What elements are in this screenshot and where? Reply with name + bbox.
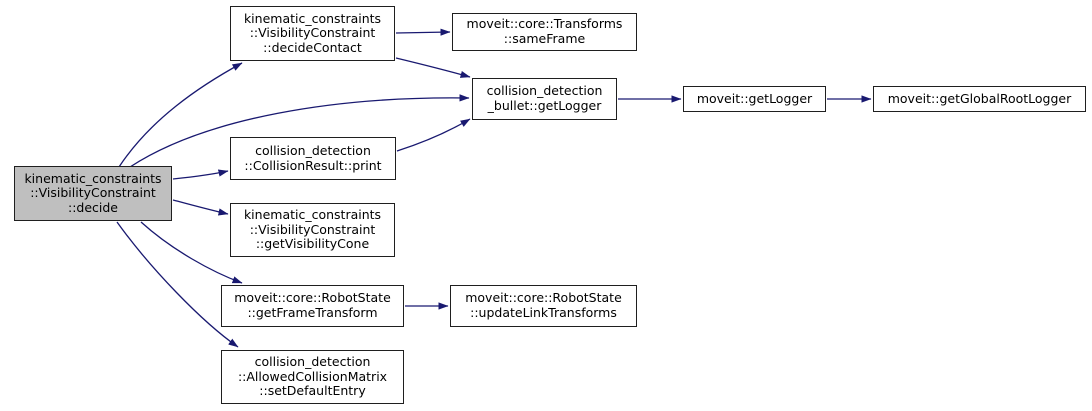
edge-decide-contact-to-bullet-get-logger <box>395 57 471 78</box>
node-collision-result-print[interactable]: collision_detection ::CollisionResult::p… <box>230 137 396 180</box>
node-visibility-constraint-decide[interactable]: kinematic_constraints ::VisibilityConstr… <box>14 166 172 221</box>
edge-decide-contact-to-same-frame <box>395 28 451 36</box>
node-robot-state-get-frame-transform[interactable]: moveit::core::RobotState ::getFrameTrans… <box>221 285 404 327</box>
edge-decide-to-bullet-get-logger <box>129 94 470 168</box>
node-moveit-get-logger[interactable]: moveit::getLogger <box>683 86 826 112</box>
node-moveit-get-global-root-logger[interactable]: moveit::getGlobalRootLogger <box>873 86 1086 112</box>
node-robot-state-update-link-transforms[interactable]: moveit::core::RobotState ::updateLinkTra… <box>450 285 637 327</box>
edge-decide-to-get-frame-transform <box>140 221 243 284</box>
edge-decide-to-set-default-entry <box>116 221 239 348</box>
node-allowed-collision-matrix-set-default-entry[interactable]: collision_detection ::AllowedCollisionMa… <box>221 350 404 404</box>
node-get-visibility-cone[interactable]: kinematic_constraints ::VisibilityConstr… <box>230 203 395 257</box>
edge-decide-to-decide-contact <box>118 62 243 168</box>
node-visibility-constraint-decide-contact[interactable]: kinematic_constraints ::VisibilityConstr… <box>230 6 395 61</box>
node-transforms-same-frame[interactable]: moveit::core::Transforms ::sameFrame <box>452 13 637 51</box>
edge-decide-to-collision-result-print <box>172 169 229 180</box>
edge-decide-to-get-visibility-cone <box>172 199 229 216</box>
edge-collision-result-print-to-bullet-get-logger <box>396 118 471 152</box>
node-collision-detection-bullet-get-logger[interactable]: collision_detection _bullet::getLogger <box>472 78 617 120</box>
